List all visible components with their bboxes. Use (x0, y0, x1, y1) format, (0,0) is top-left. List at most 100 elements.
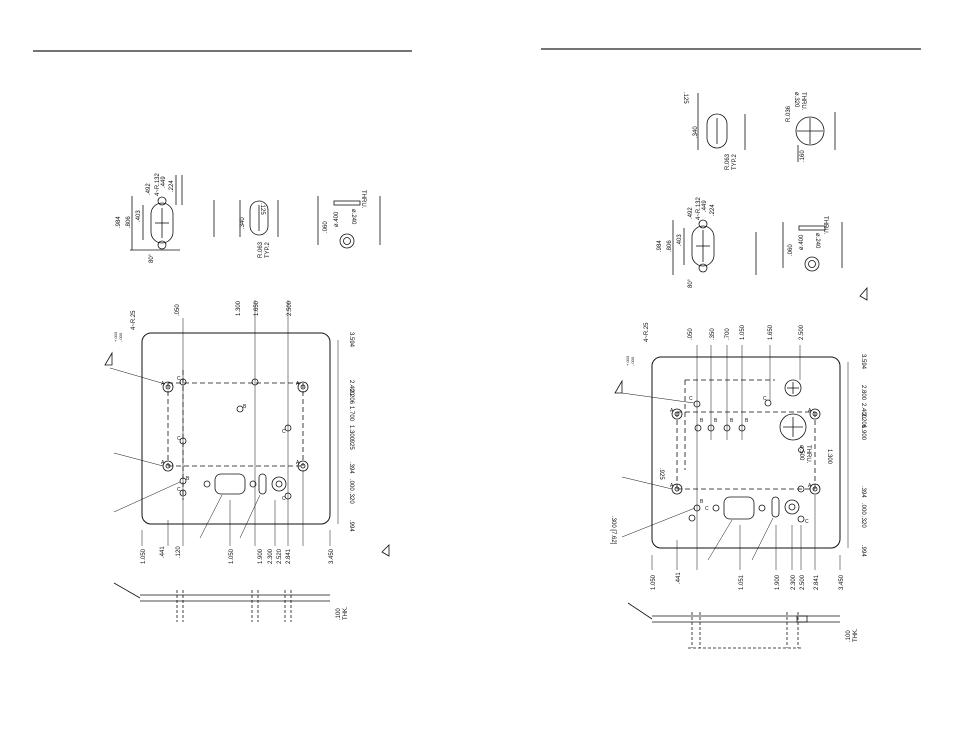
left-dim-text: 2.841 (286, 548, 292, 564)
right-dim-text: THRU. (805, 445, 811, 464)
right-dim-text: ø.400 (799, 234, 805, 250)
left-dim-text: ø.240 (350, 209, 356, 225)
right-detail-slot (697, 93, 746, 150)
right-dim-text: .340 (693, 126, 699, 138)
left-hole-label: A (161, 381, 165, 387)
left-dim-text: 1.650 (254, 300, 260, 316)
left-dim-text: 2.500 (287, 300, 293, 316)
left-dim-text: .441 (160, 546, 166, 558)
right-hole-label: B (714, 418, 718, 424)
right-hole-label: A (670, 408, 674, 414)
right-dim-text: THRU. (800, 92, 806, 111)
left-dim-text: .925 (348, 438, 354, 450)
right-hole-label: A (670, 483, 674, 489)
left-dim-text: .060 (323, 221, 329, 233)
right-plate-centerlines (676, 379, 816, 490)
right-dim-text: 3.450 (839, 574, 845, 590)
left-delta-callout-1 (104, 351, 113, 366)
right-dim-text: 1.900 (860, 425, 866, 441)
left-detail-hole (317, 196, 381, 249)
right-dim-text: 2.841 (814, 574, 820, 590)
right-hole-label: B (730, 418, 734, 424)
right-dim-text: 1.300 (826, 449, 832, 465)
right-dim-text: .984 (657, 240, 663, 252)
right-dim-text: .000 (860, 503, 866, 515)
right-dim-text: 2.400 (860, 403, 866, 419)
left-dim-text: .449 (161, 176, 167, 188)
right-hole-label: C (763, 396, 767, 402)
right-dim-text: 3.594 (860, 354, 866, 370)
left-hole-label: A (296, 460, 300, 466)
right-dim-text: .403 (677, 234, 683, 246)
right-thickness: THK. (853, 628, 859, 642)
left-drawing (104, 175, 390, 622)
right-dim-text: 2.500 (800, 574, 806, 590)
left-dim-text: 4~R.132 (155, 172, 161, 196)
right-dim-text: .224 (710, 204, 716, 216)
right-detail-hole (782, 222, 843, 272)
right-dim-text: .441 (676, 572, 682, 584)
right-hole-label: C (805, 519, 809, 525)
right-dim-text: 1.650 (768, 324, 774, 340)
left-edge-view (113, 582, 330, 622)
left-hole-label: C (177, 376, 181, 382)
right-hole-label: C (689, 396, 693, 402)
left-dim-text: +.003 (113, 331, 118, 342)
left-hole-label: C (282, 496, 286, 502)
left-thickness: THK. (343, 606, 349, 620)
right-dim-text: .394 (860, 486, 866, 498)
right-dim-text: 4~R.132 (696, 196, 702, 220)
right-dim-text: 1.050 (651, 574, 657, 590)
right-edge-view (627, 602, 840, 649)
right-dim-text: 2.300 (791, 574, 797, 590)
right-dim-text: ø.240 (814, 233, 820, 249)
left-dim-text: 80° (149, 253, 155, 263)
left-hole-label: B (186, 476, 190, 482)
right-hole-label: A (808, 408, 812, 414)
left-dim-text: 1.300 (348, 425, 354, 441)
right-dim-text: -.000 (630, 356, 635, 366)
left-dim-text: 2.520 (277, 548, 283, 564)
left-dim-text: 1.050 (229, 548, 235, 564)
left-hole-label: C (177, 436, 181, 442)
right-dim-text: .050 (688, 328, 694, 340)
right-dim-text: +.003 (625, 355, 630, 366)
right-dimension-lines (621, 345, 849, 570)
right-hole-label: A (808, 483, 812, 489)
left-hole-label: A (296, 381, 300, 387)
left-dim-text: .050 (175, 304, 181, 316)
left-dim-text: TYP.2 (265, 241, 271, 258)
left-dim-text: THRU. (360, 190, 366, 209)
right-dim-text: 1.051 (739, 574, 745, 590)
right-delta-callout-1 (859, 286, 868, 301)
right-dim-text: ø.500 (798, 445, 804, 461)
right-dim-text: THRU. (822, 216, 828, 235)
right-dim-text: .925 (658, 468, 664, 480)
right-dim-text: 2.500 (799, 324, 805, 340)
left-dim-text: .492 (146, 183, 152, 195)
right-detail-bracket (672, 219, 757, 275)
left-dim-text: .125 (259, 203, 265, 215)
left-dimension-lines (109, 300, 339, 546)
right-hole-label: B (745, 418, 749, 424)
right-delta-callout-2 (614, 379, 623, 394)
left-plate-outline (141, 332, 331, 525)
left-dim-text: R.063 (258, 241, 264, 258)
left-dim-text: 2.300 (268, 548, 274, 564)
left-dim-text: .000 (348, 479, 354, 491)
left-dim-text: 2.400 (348, 380, 354, 396)
right-dim-text: 1.050 (740, 324, 746, 340)
left-dim-text: .984 (116, 216, 122, 228)
right-dim-text: R.063 (725, 153, 731, 170)
left-thickness: .100 (336, 608, 342, 620)
right-dim-text: .350 (710, 328, 716, 340)
right-dim-text: .449 (702, 200, 708, 212)
left-dim-text: .120 (176, 546, 182, 558)
left-dim-text: 4~R.25 (131, 310, 137, 330)
right-plate-outline (651, 356, 841, 549)
right-dim-text: .125 (682, 92, 688, 104)
right-hole-label: B (700, 499, 704, 505)
right-dim-text: .160 (800, 150, 806, 162)
left-dim-text: .394 (348, 462, 354, 474)
left-dim-text: ø.400 (334, 211, 340, 227)
